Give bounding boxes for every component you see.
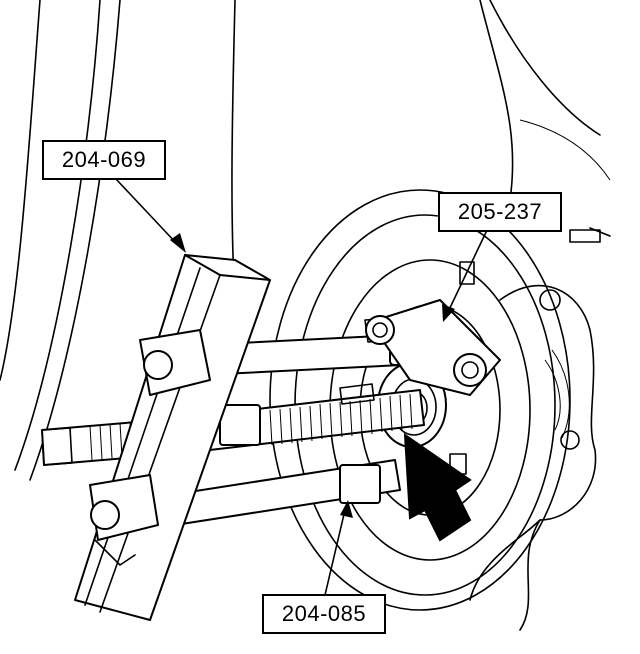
callout-204-069: 204-069 <box>42 140 166 180</box>
adapter-plate <box>365 299 501 396</box>
callout-204-085: 204-085 <box>262 594 386 634</box>
leader-lines <box>114 177 489 596</box>
bar-nuts <box>89 329 211 566</box>
lower-rod <box>169 459 401 526</box>
callout-205-237: 205-237 <box>438 192 562 232</box>
tire-outline <box>0 0 611 481</box>
force-arrow <box>403 433 472 542</box>
steering-knuckle <box>469 227 611 631</box>
